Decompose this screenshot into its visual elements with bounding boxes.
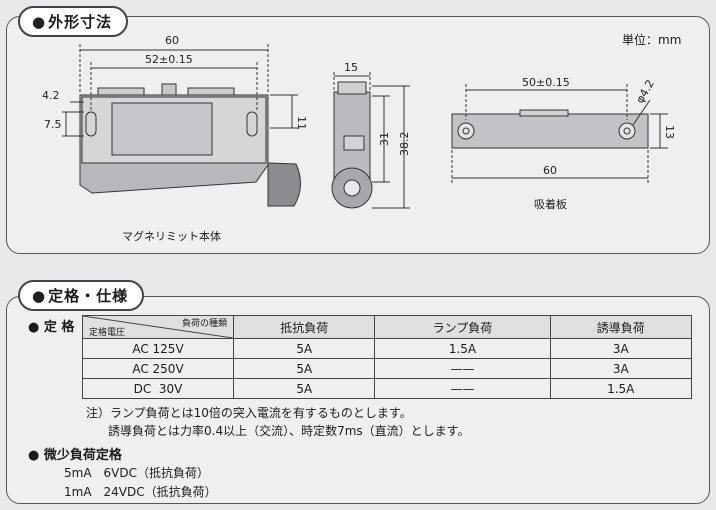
cell-value: 5A bbox=[232, 358, 376, 379]
row-voltage: DC 30V bbox=[82, 378, 234, 399]
dim-38-2: 38.2 bbox=[398, 132, 411, 157]
dim-31: 31 bbox=[378, 132, 391, 146]
plate-hole-right bbox=[618, 122, 636, 140]
dim-52: 52±0.15 bbox=[145, 53, 193, 66]
cell-value: 1.5A bbox=[549, 378, 692, 399]
spec-title: 定格・仕様 bbox=[48, 287, 129, 305]
dim-13: 13 bbox=[663, 125, 676, 139]
dim-7-5: 7.5 bbox=[44, 118, 62, 131]
dimension-drawing: 60 52±0.15 4.2 7.5 11 15 31 38.2 50±0.15… bbox=[42, 34, 676, 209]
switch-boss bbox=[161, 83, 177, 96]
dim-11: 11 bbox=[295, 116, 308, 130]
row-voltage: AC 125V bbox=[82, 338, 234, 359]
left-mount-slot bbox=[85, 111, 97, 137]
dim-4-2: 4.2 bbox=[42, 89, 60, 102]
rating-label: ● 定 格 bbox=[28, 320, 75, 335]
note-2: 誘導負荷とは力率0.4以上（交流）、時定数7ms（直流）とします。 bbox=[108, 424, 470, 438]
unit-label: 単位：mm bbox=[622, 33, 682, 47]
table-row: DC 30V 5A —— 1.5A bbox=[82, 378, 692, 399]
rating-bullet: ● bbox=[28, 320, 44, 335]
left-caption: マグネリミット本体 bbox=[122, 230, 221, 243]
cell-value: 3A bbox=[549, 358, 692, 379]
cell-value: 5A bbox=[232, 378, 376, 399]
right-caption: 吸着板 bbox=[534, 198, 567, 211]
micro-item-2: 1mA 24VDC（抵抗負荷） bbox=[64, 485, 217, 499]
header-resistive: 抵抗負荷 bbox=[232, 315, 376, 339]
cell-value: —— bbox=[374, 358, 551, 379]
spec-title-pill: ●定格・仕様 bbox=[18, 280, 145, 311]
row-voltage: AC 250V bbox=[82, 358, 234, 379]
dimensions-title-pill: ●外形寸法 bbox=[18, 6, 129, 37]
micro-item-1: 5mA 6VDC（抵抗負荷） bbox=[64, 466, 209, 480]
header-lamp: ランプ負荷 bbox=[374, 315, 551, 339]
dim-60: 60 bbox=[165, 34, 179, 47]
cell-value: 5A bbox=[232, 338, 376, 359]
micro-bullet: ● bbox=[28, 448, 44, 463]
micro-title: ● 微少負荷定格 bbox=[28, 448, 122, 463]
dim-15: 15 bbox=[344, 61, 358, 74]
title-bullet-2: ● bbox=[32, 287, 47, 305]
note-1: 注）ランプ負荷とは10倍の突入電流を有するものとします。 bbox=[86, 406, 412, 420]
title-bullet: ● bbox=[32, 13, 47, 31]
plate-body bbox=[451, 113, 649, 149]
switch-window bbox=[111, 102, 213, 156]
right-mount-slot bbox=[246, 111, 258, 137]
dimensions-title: 外形寸法 bbox=[48, 13, 113, 31]
cable-gland bbox=[267, 162, 301, 207]
cell-value: 1.5A bbox=[374, 338, 551, 359]
table-row: AC 125V 5A 1.5A 3A bbox=[82, 338, 692, 359]
corner-top-label: 負荷の種類 bbox=[181, 319, 227, 329]
plate-hole-left bbox=[457, 122, 475, 140]
table-header-row: 負荷の種類 定格電圧 抵抗負荷 ランプ負荷 誘導負荷 bbox=[82, 315, 692, 339]
cell-value: —— bbox=[374, 378, 551, 399]
dim-60-plate: 60 bbox=[543, 164, 557, 177]
table-corner-cell: 負荷の種類 定格電圧 bbox=[82, 315, 234, 339]
table-row: AC 250V 5A —— 3A bbox=[82, 358, 692, 379]
dim-phi: φ4.2 bbox=[633, 78, 657, 106]
header-inductive: 誘導負荷 bbox=[549, 315, 692, 339]
corner-bottom-label: 定格電圧 bbox=[89, 328, 126, 338]
cell-value: 3A bbox=[549, 338, 692, 359]
dim-50: 50±0.15 bbox=[522, 76, 570, 89]
rating-table: 負荷の種類 定格電圧 抵抗負荷 ランプ負荷 誘導負荷 AC 125V 5A 1.… bbox=[82, 315, 692, 399]
